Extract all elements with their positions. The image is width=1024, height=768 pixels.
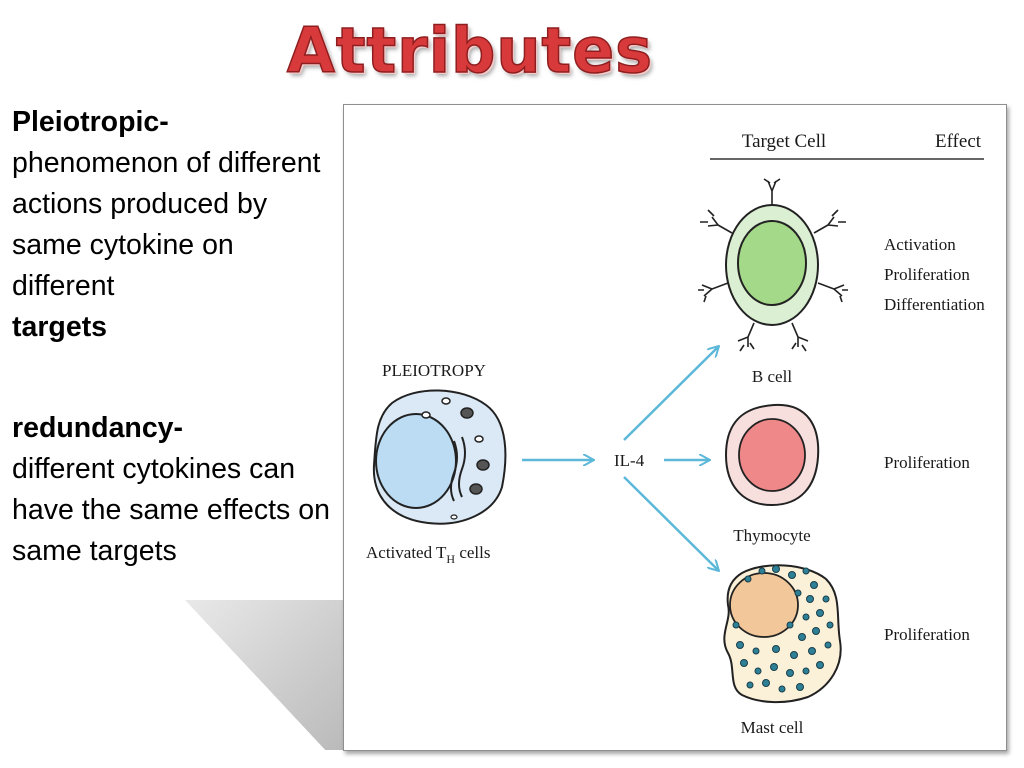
pleiotropic-text: phenomenon of different actions produced… xyxy=(12,147,321,302)
thymocyte-effect: Proliferation xyxy=(884,453,970,472)
b-cell-effect-3: Differentiation xyxy=(884,295,985,314)
b-cell xyxy=(698,178,848,352)
redundancy-definition: redundancy- different cytokines can have… xyxy=(12,408,332,572)
il4-label: IL-4 xyxy=(614,451,645,470)
pleiotropic-emphasis: targets xyxy=(12,311,108,343)
redundancy-text: different cytokines can have the same ef… xyxy=(12,453,330,567)
mast-cell-label: Mast cell xyxy=(741,718,804,737)
th-nucleus xyxy=(375,413,457,509)
source-cell-label: Activated TH cells xyxy=(366,543,491,566)
header-effect: Effect xyxy=(935,131,982,152)
arrow-to-mast-cell xyxy=(623,476,719,571)
pleiotropy-label: PLEIOTROPY xyxy=(382,361,486,380)
slide-title: Attributes xyxy=(286,13,654,88)
b-cell-effect-1: Activation xyxy=(884,235,956,254)
activated-th-cell xyxy=(372,389,507,525)
redundancy-term: redundancy- xyxy=(12,412,184,444)
b-cell-nucleus xyxy=(737,220,807,306)
pleiotropic-definition: Pleiotropic- phenomenon of different act… xyxy=(12,102,332,348)
mast-cell xyxy=(723,564,842,704)
mast-cell-effect: Proliferation xyxy=(884,625,970,644)
pleiotropic-term: Pleiotropic- xyxy=(12,106,169,138)
decorative-shadow xyxy=(185,600,350,750)
arrow-to-b-cell xyxy=(623,346,719,441)
thymocyte xyxy=(724,403,820,507)
b-cell-effect-2: Proliferation xyxy=(884,265,970,284)
header-target-cell: Target Cell xyxy=(742,131,826,152)
thymocyte-nucleus xyxy=(738,418,806,492)
pleiotropy-diagram: Target Cell Effect PLEIOTROPY Activated … xyxy=(366,131,985,737)
mast-cell-granules xyxy=(732,565,834,693)
thymocyte-label: Thymocyte xyxy=(733,526,810,545)
pleiotropy-figure: Target Cell Effect PLEIOTROPY Activated … xyxy=(343,104,1007,751)
b-cell-label: B cell xyxy=(752,367,792,386)
